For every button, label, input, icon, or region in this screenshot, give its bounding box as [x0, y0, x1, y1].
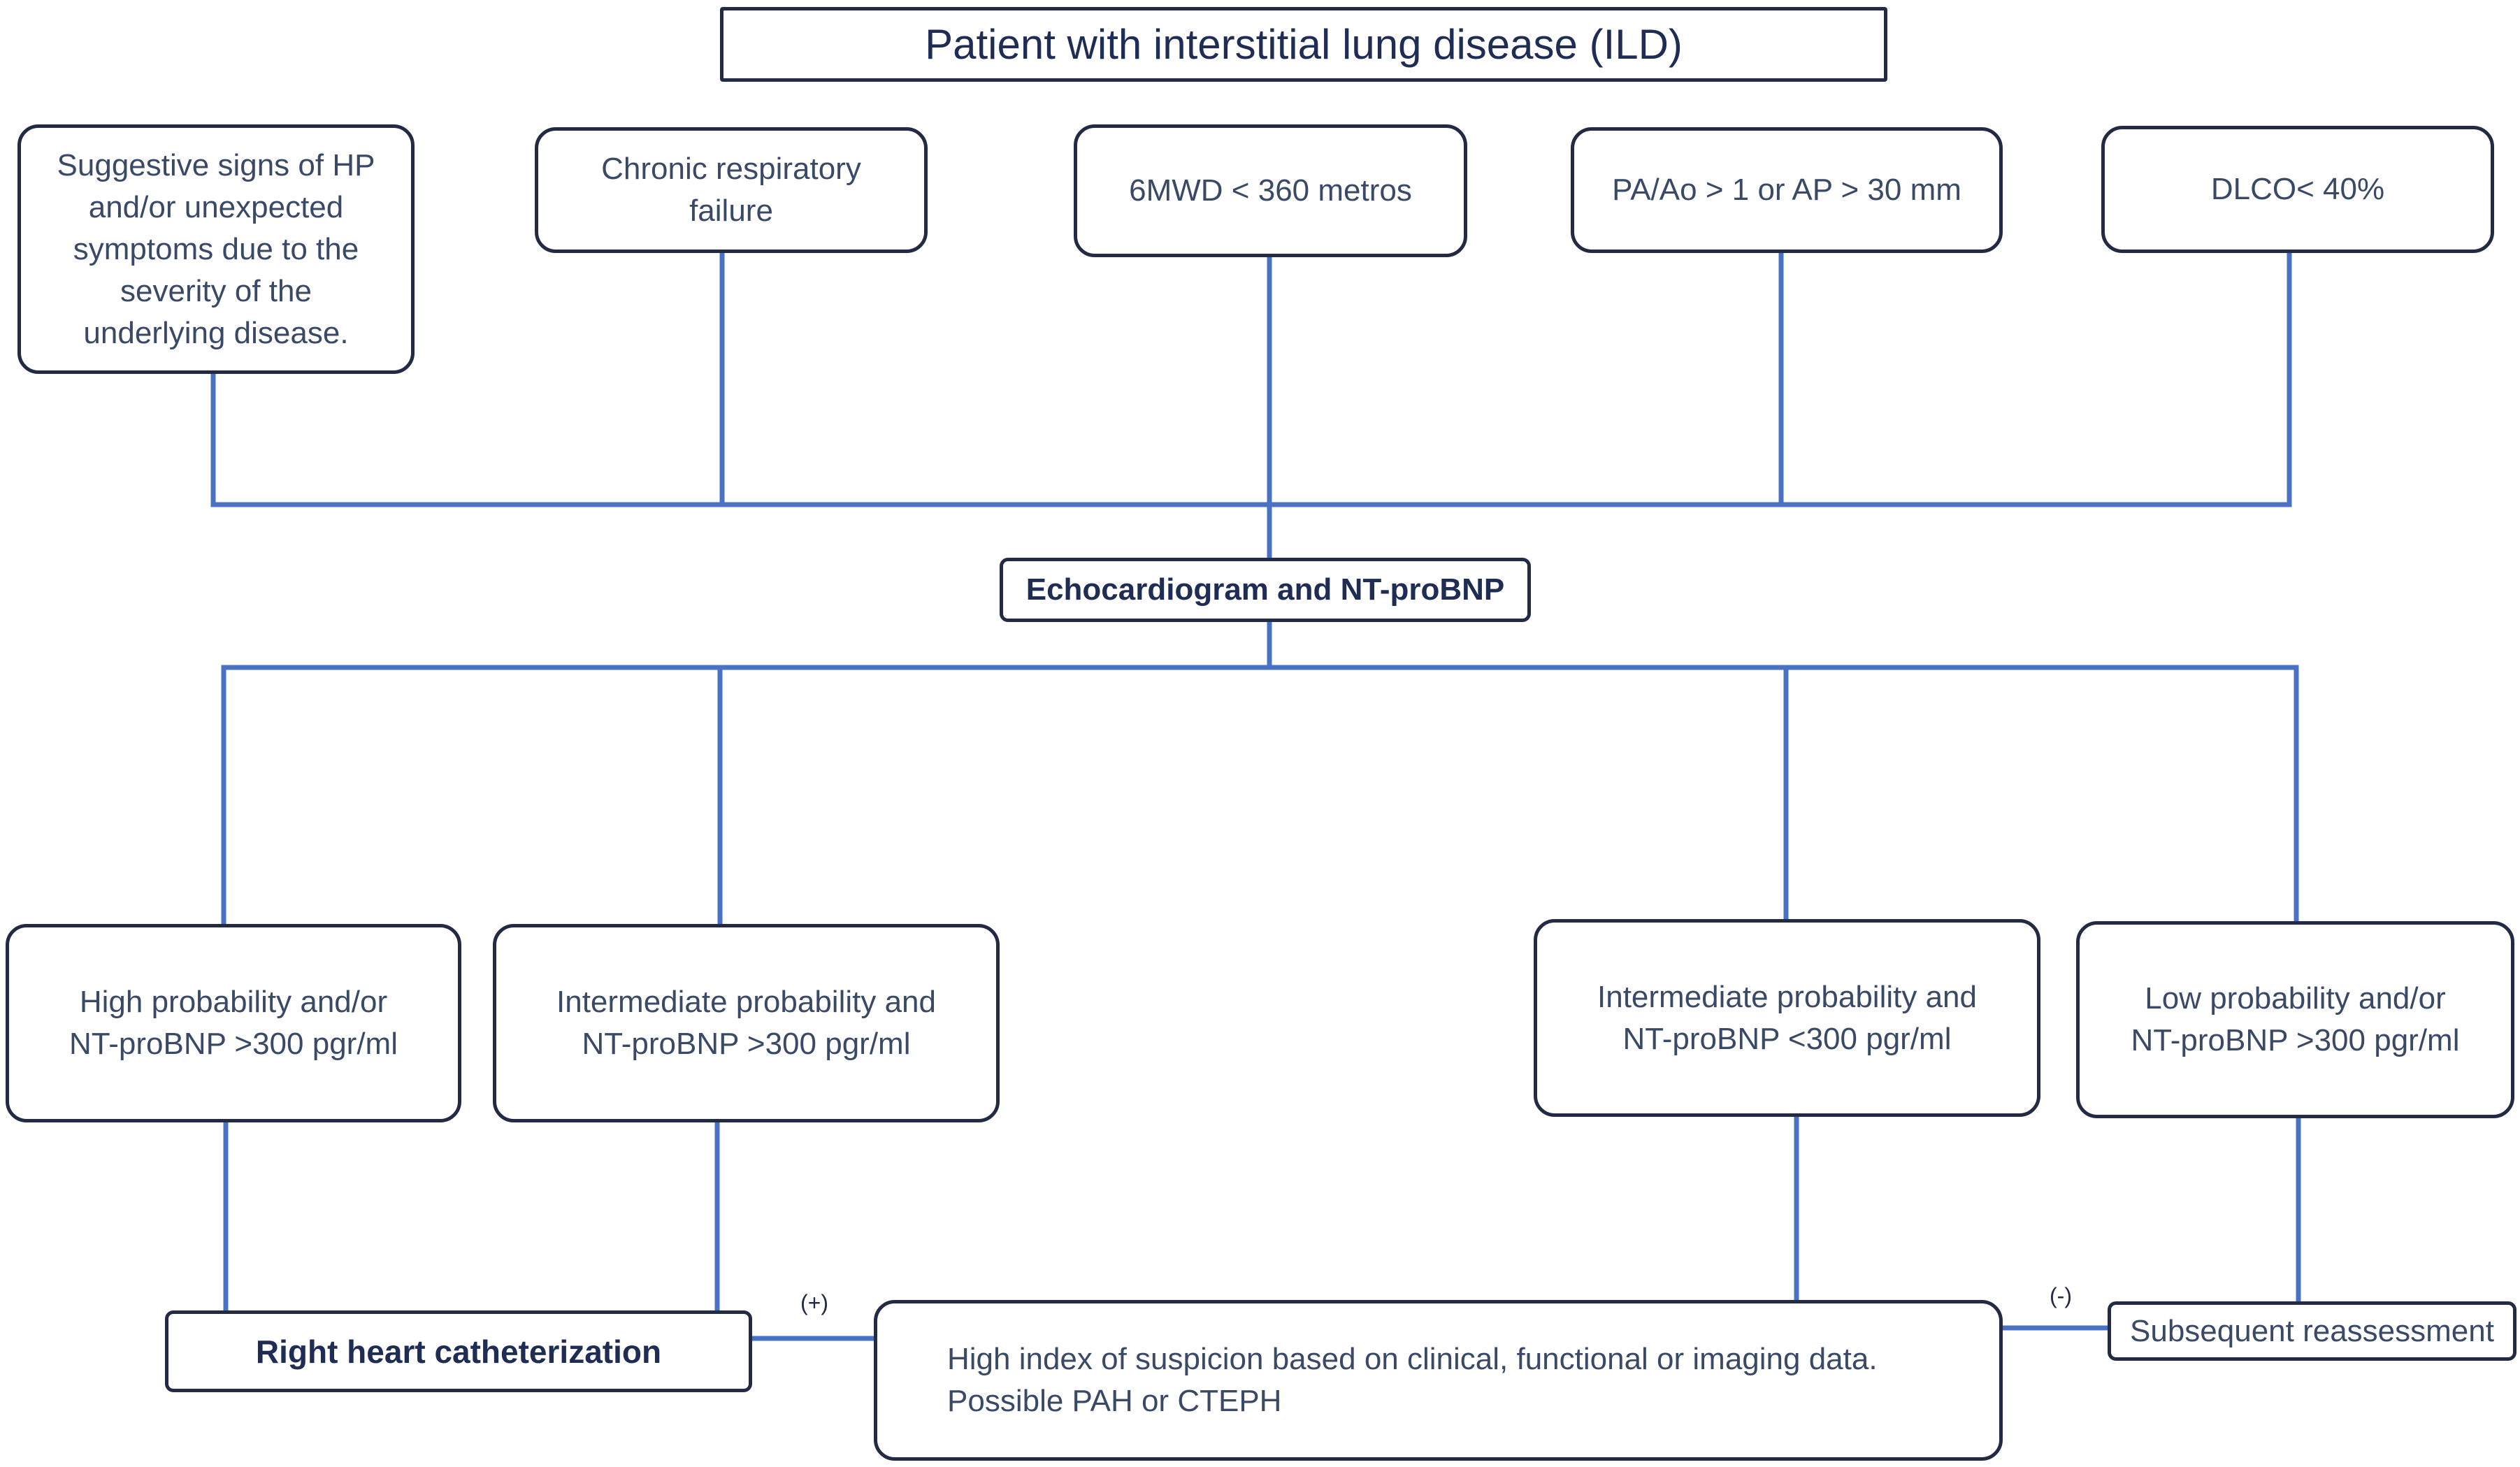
- criterion-box-pa-ao: PA/Ao > 1 or AP > 30 mm: [1571, 127, 2003, 253]
- criterion-text: Chronic respiratory failure: [601, 152, 861, 228]
- page-title: Patient with interstitial lung disease (…: [925, 20, 1683, 68]
- outcome-text: Low probability and/or NT-proBNP >300 pg…: [2131, 981, 2460, 1057]
- rhc-box: Right heart catheterization: [165, 1310, 752, 1392]
- screening-text: Echocardiogram and NT-proBNP: [1025, 572, 1505, 607]
- outcome-box-low-probability: Low probability and/or NT-proBNP >300 pg…: [2076, 921, 2514, 1118]
- rhc-text: Right heart catheterization: [255, 1333, 662, 1370]
- criterion-text: Suggestive signs of HP and/or unexpected…: [57, 147, 375, 350]
- outcome-box-intermediate-high-bnp: Intermediate probability and NT-proBNP >…: [493, 924, 1000, 1122]
- outcome-text: Intermediate probability and NT-proBNP >…: [556, 985, 936, 1061]
- suspicion-box: High index of suspicion based on clinica…: [874, 1300, 2003, 1461]
- reassessment-text: Subsequent reassessment: [2130, 1313, 2494, 1348]
- positive-label: (+): [800, 1290, 828, 1315]
- criterion-box-6mwd: 6MWD < 360 metros: [1074, 124, 1467, 257]
- outcome-text: High probability and/or NT-proBNP >300 p…: [69, 985, 398, 1061]
- outcome-box-intermediate-low-bnp: Intermediate probability and NT-proBNP <…: [1534, 919, 2040, 1117]
- outcome-text: Intermediate probability and NT-proBNP <…: [1597, 979, 1977, 1056]
- criterion-box-hp-signs: Suggestive signs of HP and/or unexpected…: [17, 124, 415, 374]
- screening-box: Echocardiogram and NT-proBNP: [1000, 558, 1531, 622]
- negative-label: (-): [2050, 1283, 2072, 1308]
- criterion-box-dlco: DLCO< 40%: [2101, 126, 2494, 253]
- criterion-text: PA/Ao > 1 or AP > 30 mm: [1612, 173, 1961, 207]
- reassessment-box: Subsequent reassessment: [2108, 1301, 2517, 1361]
- criterion-text: 6MWD < 360 metros: [1129, 173, 1412, 208]
- outcome-box-high-probability: High probability and/or NT-proBNP >300 p…: [6, 924, 461, 1122]
- criterion-text: DLCO< 40%: [2210, 172, 2385, 206]
- criterion-box-respiratory-failure: Chronic respiratory failure: [535, 127, 928, 253]
- suspicion-text: High index of suspicion based on clinica…: [947, 1342, 1878, 1418]
- title-box: Patient with interstitial lung disease (…: [720, 7, 1887, 82]
